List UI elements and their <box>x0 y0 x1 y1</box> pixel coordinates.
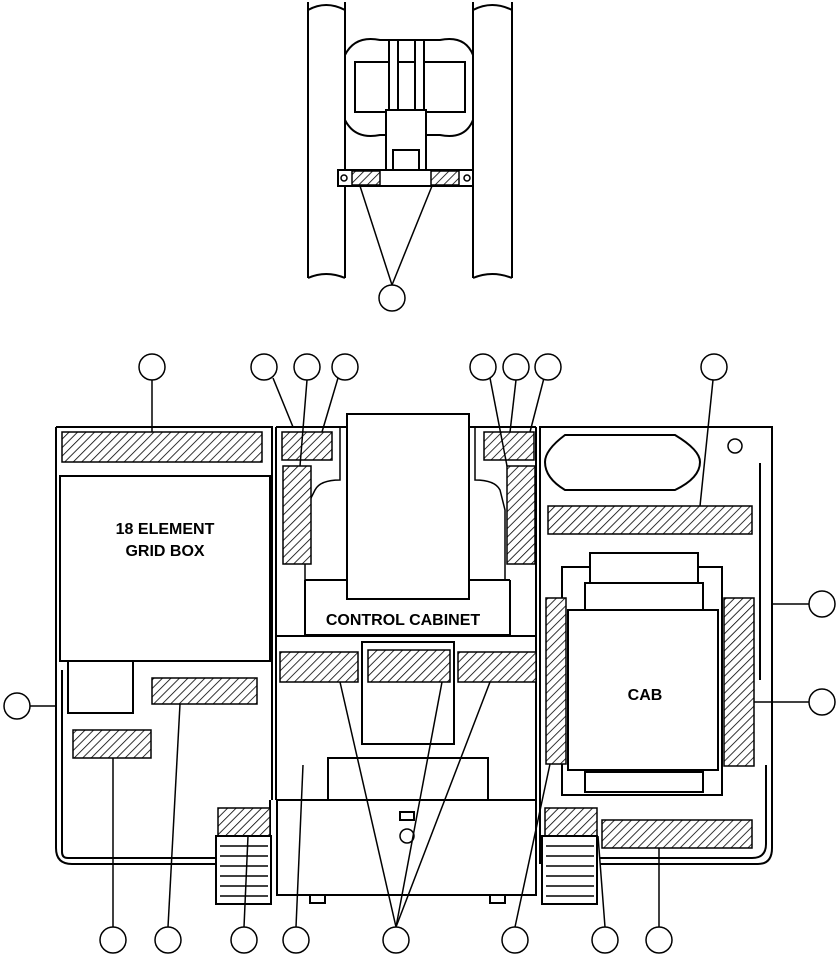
control-cabinet-unit <box>346 413 470 600</box>
top-detail-view <box>307 2 513 312</box>
callouts <box>3 353 836 954</box>
cab-unit <box>567 609 719 771</box>
control-cabinet-label: CONTROL CABINET <box>326 612 481 629</box>
main-plan-view: 18 ELEMENT GRID BOX CONTROL CABINET <box>55 413 773 905</box>
callout-top <box>378 284 406 312</box>
cab-label: CAB <box>628 687 663 704</box>
grid-box-label-2: GRID BOX <box>125 543 204 560</box>
grid-box <box>59 475 271 662</box>
grid-box-label-1: 18 ELEMENT <box>116 521 215 538</box>
